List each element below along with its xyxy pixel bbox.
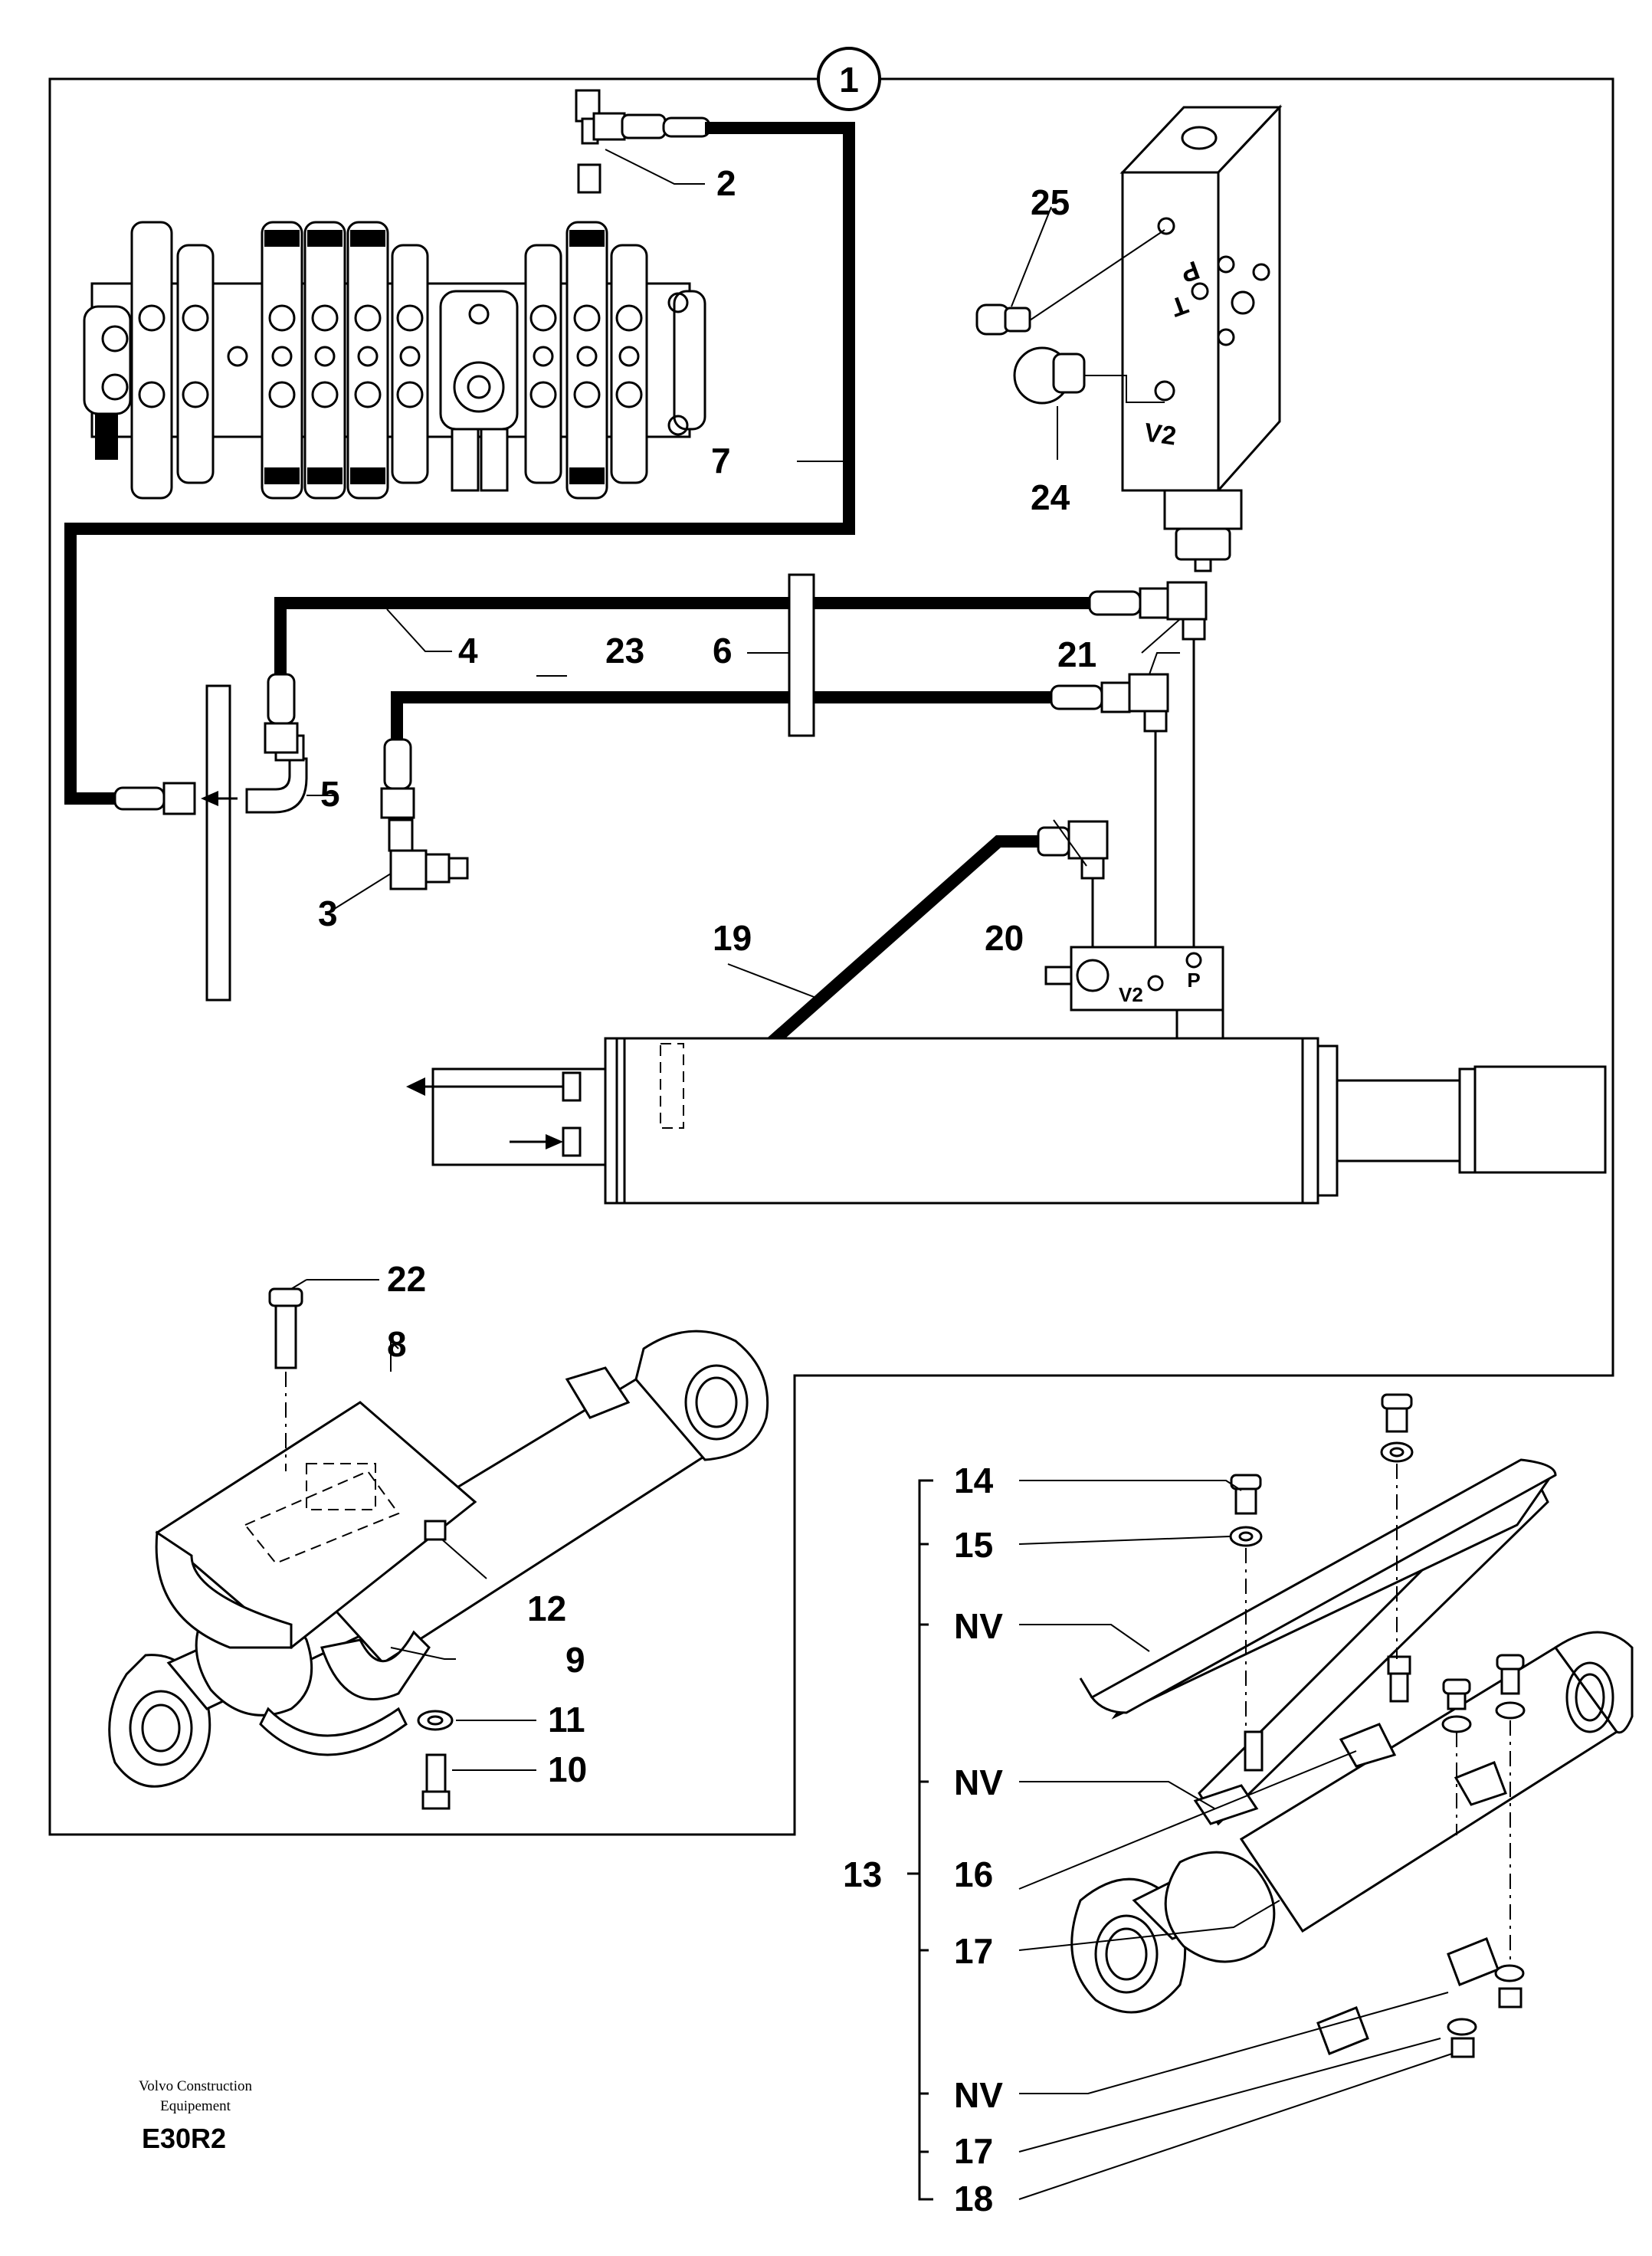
callout-6: 6 [713,631,733,671]
hose-4 [274,597,1090,674]
hose-4-end-fittings [264,587,1169,754]
tee-fitting-3 [388,818,469,890]
callout-nv-3: NV [954,2075,1003,2115]
cylinder-guard-assembly [1070,1393,1634,2058]
valve-port-v2: V2 [1142,418,1178,451]
hose-7-end-fitting [113,782,196,815]
callout-4: 4 [458,631,478,671]
reference-marker: 1 [817,47,881,111]
callout-16: 16 [954,1854,993,1894]
flow-arrow [201,791,238,806]
cylinder-cover-assembly [108,1287,769,1810]
callout-21: 21 [1057,634,1096,674]
lowering-valve: P T V2 [1119,104,1283,572]
hose-23 [391,691,1051,739]
reference-marker-label: 1 [839,60,859,100]
callout-14: 14 [954,1461,994,1500]
callout-7: 7 [711,441,731,480]
tee-fitting-2 [575,89,711,194]
diagram-frame [48,77,1614,1836]
cylinder-valve-block: V2 P [1044,946,1224,1041]
clamp-plate-6 [788,573,815,737]
plug-25 [975,229,1165,336]
callout-18: 18 [954,2179,993,2218]
callout-11: 11 [548,1700,585,1740]
manufacturer-line-2: Equipement [160,2098,231,2114]
callout-2: 2 [716,163,736,203]
callout-25: 25 [1031,182,1070,222]
hose-7 [64,122,855,805]
callout-nv-2: NV [954,1762,1003,1802]
callout-23: 23 [605,631,644,671]
fittings-21 [1128,581,1208,733]
callout-15: 15 [954,1525,993,1565]
block-port-p: P [1187,969,1200,992]
hose-23-end-fittings [380,681,1131,819]
callout-22: 22 [387,1259,426,1299]
hydraulic-cylinder [406,1037,1607,1205]
leader-lines [290,149,1453,2200]
group-13-bracket [907,1479,933,2201]
control-valve-bank [83,221,706,500]
callout-5: 5 [320,774,340,814]
bulkhead-plate [205,684,231,1002]
callout-3: 3 [318,894,338,933]
callout-labels: 2 3 4 5 6 7 8 9 10 11 12 13 14 15 16 17 … [318,163,1096,2218]
callout-12: 12 [527,1589,566,1628]
block-port-v2: V2 [1119,983,1143,1006]
manufacturer-label: Volvo Construction Equipement [115,2077,276,2117]
callout-13: 13 [843,1854,882,1894]
callout-17a: 17 [954,1931,993,1971]
diagram-code: E30R2 [141,2123,227,2154]
callout-24: 24 [1031,477,1070,517]
callout-17b: 17 [954,2131,993,2171]
callout-nv-1: NV [954,1606,1003,1646]
callout-10: 10 [548,1749,587,1789]
callout-8: 8 [387,1324,407,1364]
callout-19: 19 [713,918,752,958]
plug-24 [1013,346,1165,405]
callout-20: 20 [985,918,1024,958]
manufacturer-line-1: Volvo Construction [139,2078,252,2094]
callout-9: 9 [565,1640,585,1680]
